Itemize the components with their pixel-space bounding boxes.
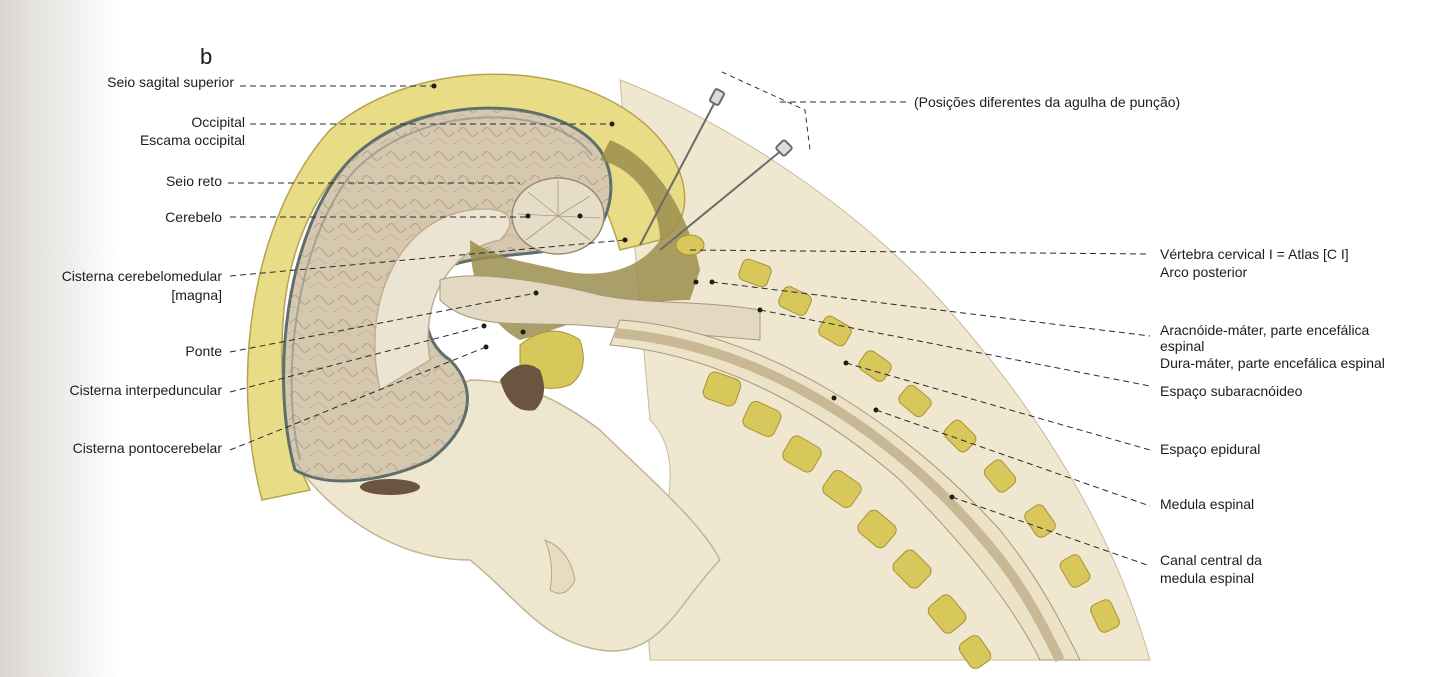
label-cerebellum: Cerebelo — [60, 209, 222, 225]
label-straight-sinus: Seio reto — [60, 173, 222, 189]
label-cerebellomedullary-cistern: Cisterna cerebelomedular — [0, 268, 222, 284]
label-arachnoid-spinal: espinal — [1160, 338, 1204, 354]
label-cerebellomedullary-cistern-magna: [magna] — [0, 287, 222, 303]
label-superior-sagittal-sinus: Seio sagital superior — [40, 74, 234, 90]
label-spinal-cord: Medula espinal — [1160, 496, 1254, 512]
label-central-canal: Canal central da — [1160, 552, 1262, 568]
label-epidural-space: Espaço epidural — [1160, 441, 1260, 457]
label-posterior-arch: Arco posterior — [1160, 264, 1247, 280]
label-occipital-squama: Escama occipital — [60, 132, 245, 148]
label-atlas: Vértebra cervical I = Atlas [C I] — [1160, 246, 1349, 262]
frontal-sinus — [360, 479, 420, 495]
label-interpeduncular-cistern: Cisterna interpeduncular — [0, 382, 222, 398]
label-pontocerebellar-cistern: Cisterna pontocerebelar — [0, 440, 222, 456]
label-arachnoid: Aracnóide-máter, parte encefálica — [1160, 322, 1369, 338]
label-central-canal-cord: medula espinal — [1160, 570, 1254, 586]
label-dura: Dura-máter, parte encefálica espinal — [1160, 355, 1385, 371]
label-occipital: Occipital — [60, 114, 245, 130]
label-pons: Ponte — [60, 343, 222, 359]
label-subarachnoid-space: Espaço subaracnóideo — [1160, 383, 1302, 399]
label-needle-positions: (Posições diferentes da agulha de punção… — [914, 94, 1180, 110]
figure-letter: b — [200, 44, 212, 70]
